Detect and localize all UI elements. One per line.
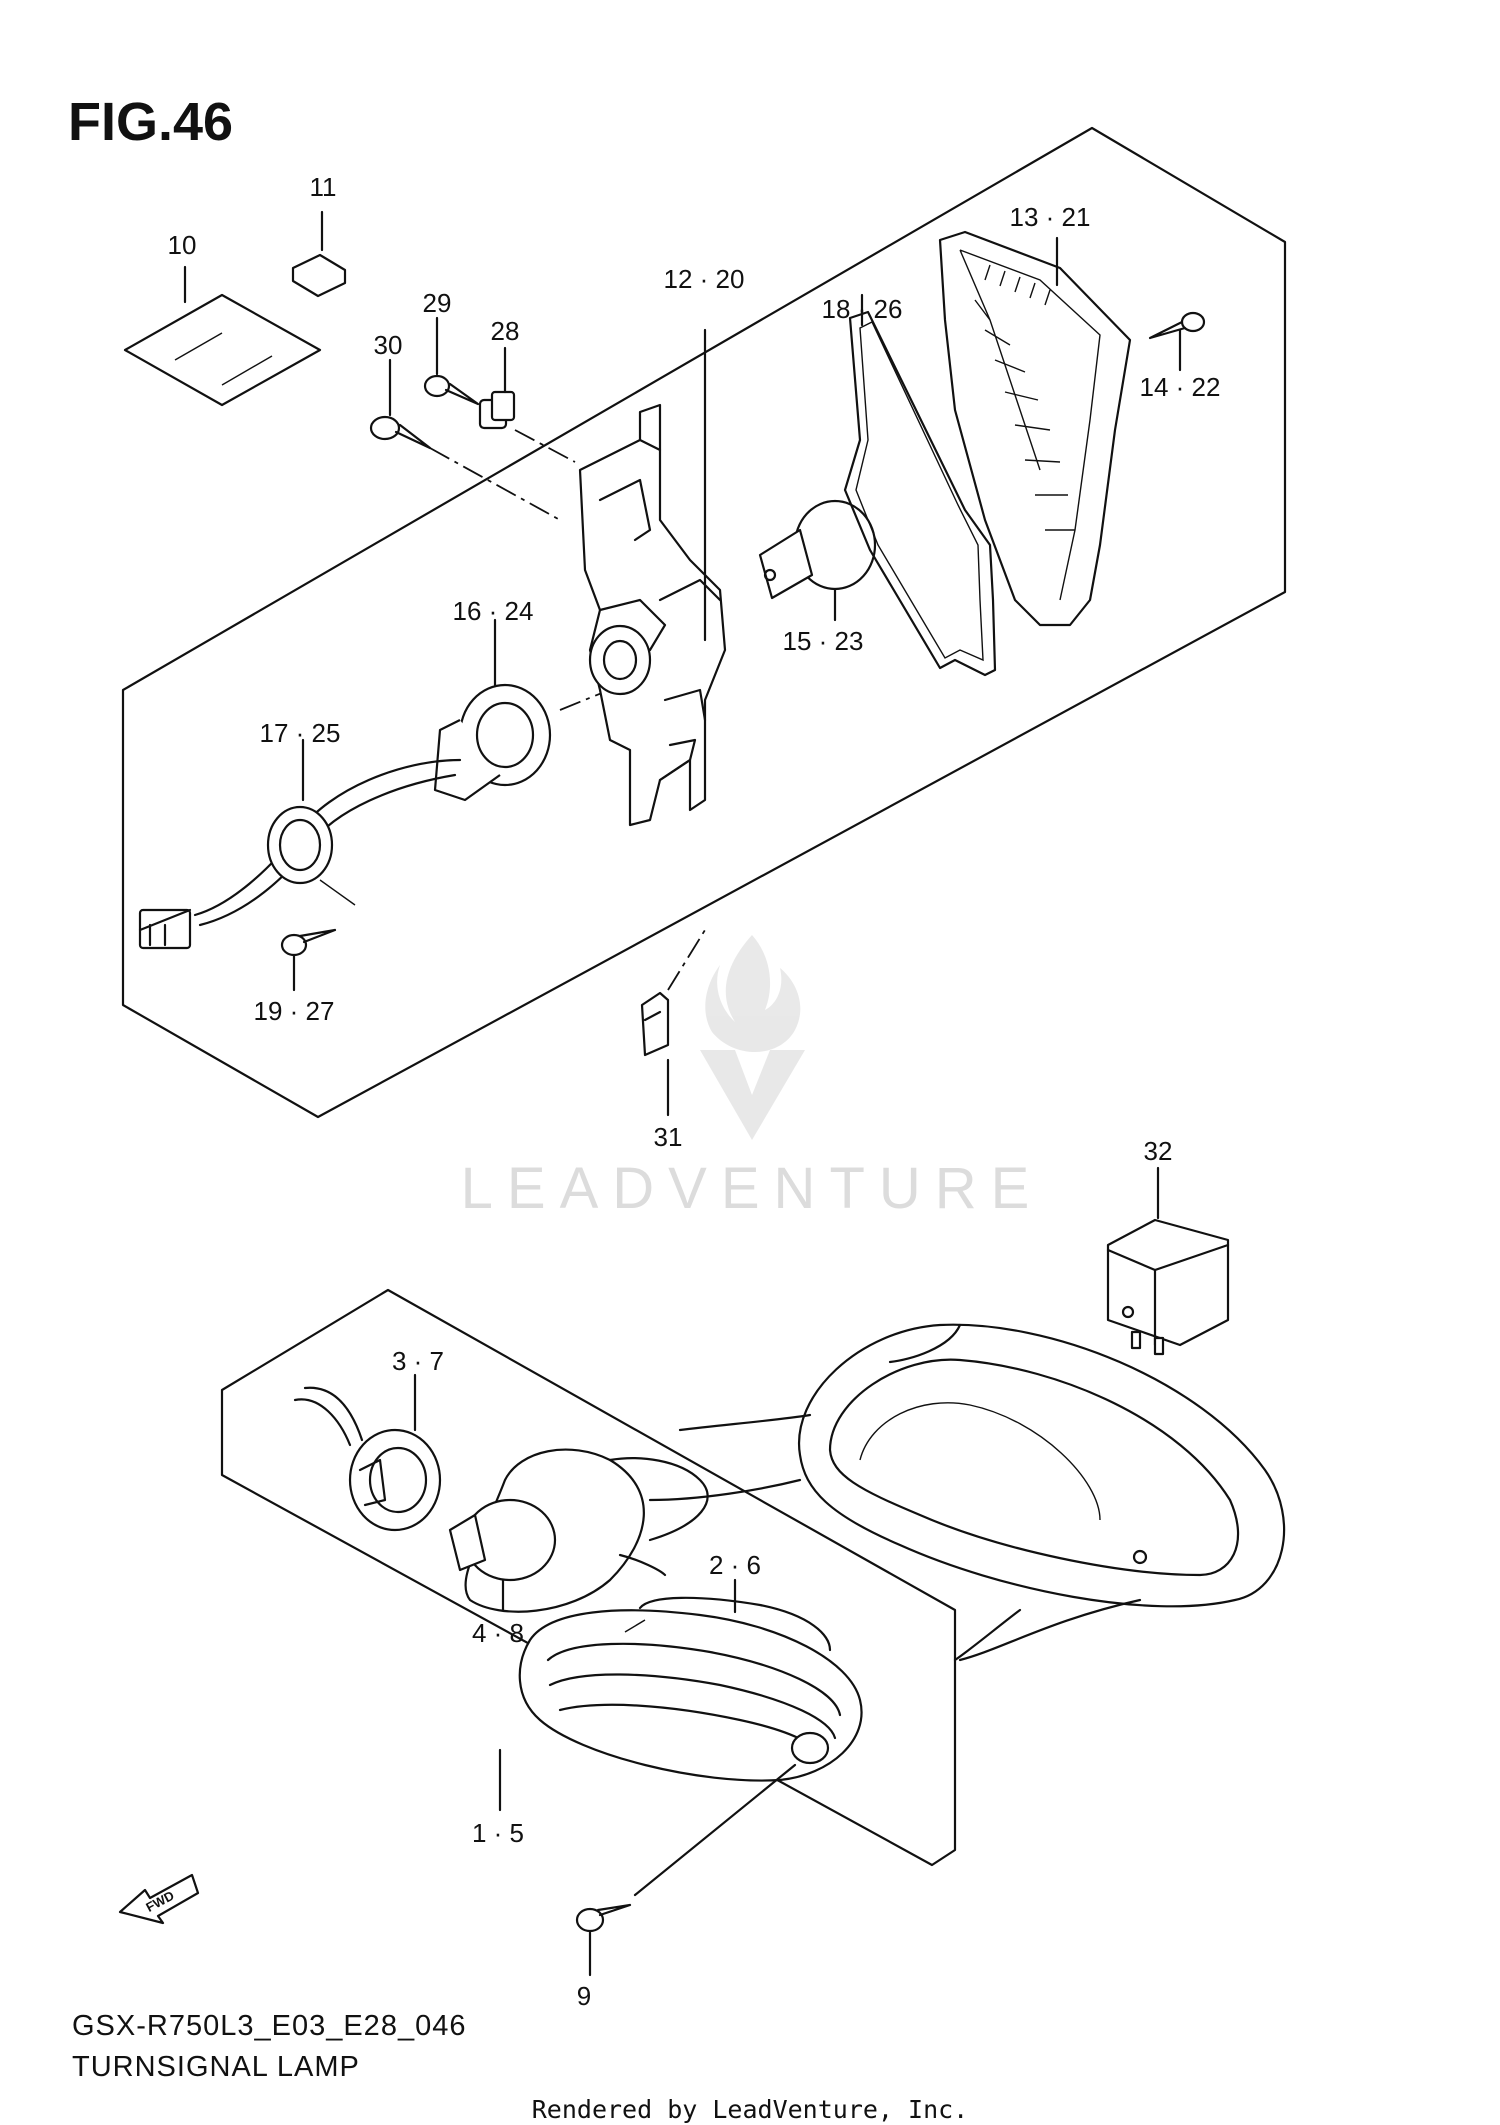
callout-17-25: 17 · 25 [260, 718, 341, 748]
part-31-clip [640, 929, 706, 1117]
part-17-25-harness [138, 738, 462, 950]
part-18-26-gasket [843, 293, 997, 677]
part-28-clip [478, 346, 516, 430]
callout-30: 30 [374, 330, 403, 360]
callout-4-8: 4 · 8 [472, 1618, 524, 1648]
watermark: LEADVENTURE [461, 935, 1044, 1221]
part-15-23-bulb [758, 499, 877, 622]
assembly-boundary [121, 126, 1287, 1119]
callout-9: 9 [577, 1981, 591, 2011]
model-code: GSX-R750L3_E03_E28_046 [72, 2010, 466, 2042]
callout-10: 10 [168, 230, 197, 260]
callout-31: 31 [654, 1122, 683, 1152]
part-16-24-socket [433, 618, 552, 802]
callout-13-21: 13 · 21 [1010, 202, 1091, 232]
callout-29: 29 [423, 288, 452, 318]
part-30-screw [369, 358, 432, 450]
part-9-screw [575, 1763, 797, 1977]
part-2-6-lens [518, 1578, 863, 1782]
figure-title: FIG.46 [68, 92, 233, 152]
part-3-7-socket [293, 1373, 442, 1532]
part-29-screw [423, 316, 480, 406]
part-4-8-bulb [448, 1498, 557, 1612]
callout-32: 32 [1144, 1136, 1173, 1166]
callout-19-27: 19 · 27 [254, 996, 335, 1026]
callout-16-24: 16 · 24 [453, 596, 534, 626]
part-11-pad [291, 253, 347, 298]
callout-14-22: 14 · 22 [1140, 372, 1221, 402]
part-32-relay [1106, 1166, 1230, 1356]
figure-caption: TURNSIGNAL LAMP [72, 2051, 360, 2083]
callout-11: 11 [310, 172, 337, 202]
front-turnsignal-assembly [220, 1288, 1286, 1977]
callout-1-5: 1 · 5 [472, 1818, 524, 1848]
part-12-20-bracket [578, 328, 727, 827]
part-13-21-lens [938, 230, 1132, 627]
callout-15-23: 15 · 23 [783, 626, 864, 656]
fwd-arrow-icon: FWD [118, 1873, 200, 1925]
part-10-label-plate [123, 293, 322, 407]
callout-18-26: 18 · 26 [822, 294, 903, 324]
watermark-logo-icon [700, 935, 805, 1140]
callout-2-6: 2 · 6 [709, 1550, 761, 1580]
watermark-text: LEADVENTURE [461, 1156, 1044, 1221]
mirror-housing [648, 1323, 1286, 1662]
assembly-boundary-lower [220, 1288, 957, 1867]
callout-28: 28 [491, 316, 520, 346]
callout-labels: 11 10 12 · 20 13 · 21 18 · 26 29 28 30 1… [168, 172, 1221, 2011]
part-14-22-screw [1148, 311, 1206, 372]
rear-turnsignal-assembly [121, 126, 1287, 1119]
footer-credit: Rendered by LeadVenture, Inc. [532, 2095, 969, 2124]
part-19-27-screw [280, 928, 337, 992]
callout-12-20: 12 · 20 [664, 264, 745, 294]
callout-3-7: 3 · 7 [392, 1346, 444, 1376]
